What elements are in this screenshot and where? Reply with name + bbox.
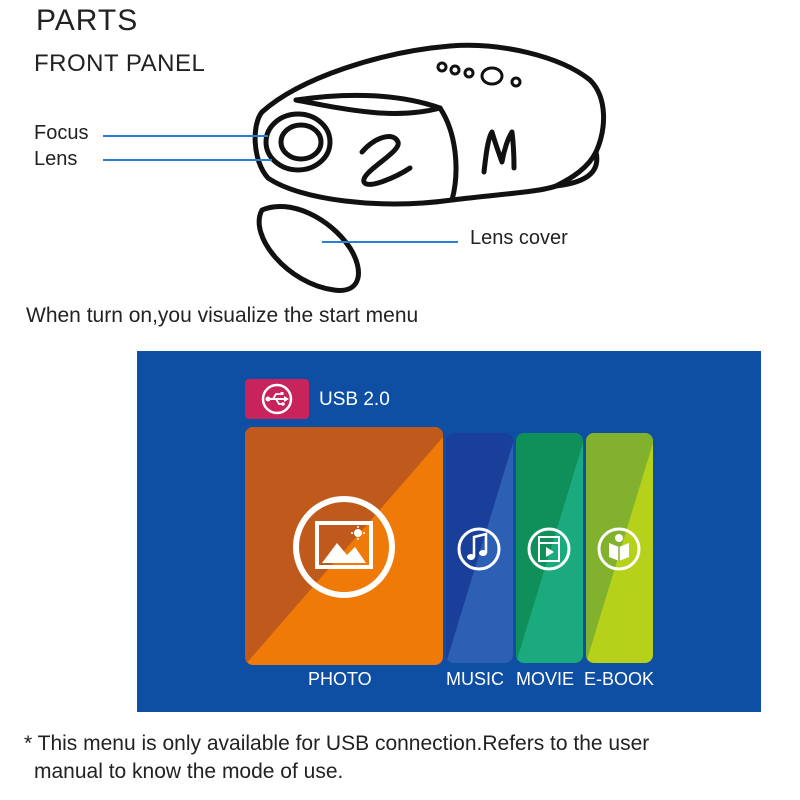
image-icon xyxy=(293,496,395,598)
tile-music[interactable] xyxy=(446,433,513,663)
lens-label: Lens xyxy=(34,148,78,170)
music-note-icon xyxy=(457,527,501,571)
lens-cover-label: Lens cover xyxy=(470,227,568,249)
usb-source-button[interactable] xyxy=(245,379,309,419)
projector-illustration xyxy=(103,42,606,293)
start-menu-screen: USB 2.0 PHOTO xyxy=(137,351,761,712)
tile-movie[interactable] xyxy=(516,433,583,663)
tile-ebook-label: E-BOOK xyxy=(584,669,655,689)
usb-source-label: USB 2.0 xyxy=(319,389,390,410)
tile-photo[interactable] xyxy=(245,427,443,665)
page-title: PARTS xyxy=(36,4,139,37)
book-icon xyxy=(597,527,641,571)
focus-label: Focus xyxy=(34,122,89,144)
section-subtitle: FRONT PANEL xyxy=(34,50,206,77)
footnote-line-2: manual to know the mode of use. xyxy=(34,760,344,783)
usb-icon xyxy=(261,383,293,415)
tile-photo-label: PHOTO xyxy=(308,669,372,689)
film-icon xyxy=(527,527,571,571)
footnote-line-1: * This menu is only available for USB co… xyxy=(24,732,650,755)
tile-music-label: MUSIC xyxy=(446,669,504,689)
tile-ebook[interactable] xyxy=(586,433,653,663)
tile-movie-label: MOVIE xyxy=(516,669,575,689)
intro-text: When turn on,you visualize the start men… xyxy=(26,304,419,327)
footnote: * This menu is only available for USB co… xyxy=(24,730,784,786)
